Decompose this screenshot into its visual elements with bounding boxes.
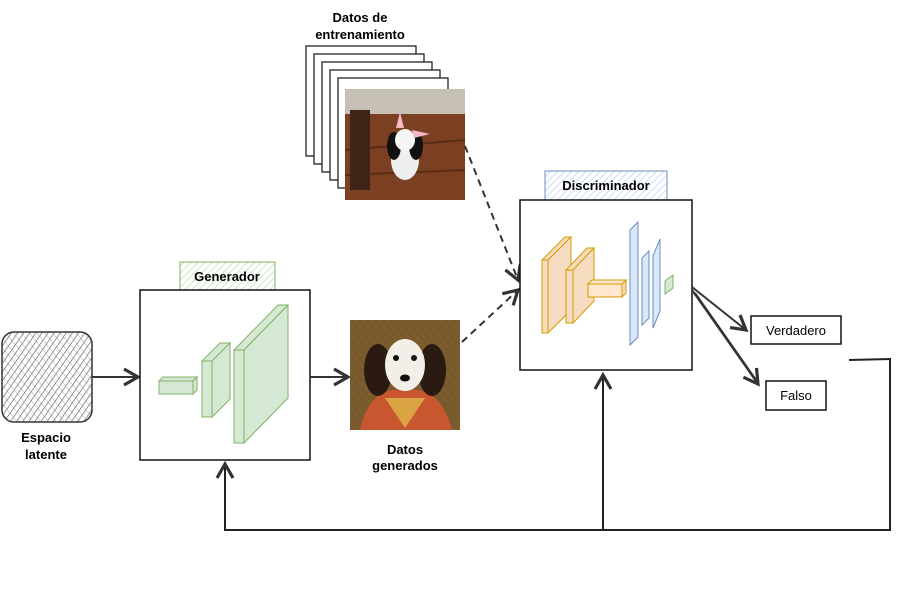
discriminator-label: Discriminador [562, 178, 649, 193]
training-dog-image [344, 89, 466, 200]
training-data-node: Datos de entrenamiento [305, 10, 466, 200]
classification-arrows [691, 286, 760, 387]
generator-node: Generador [139, 261, 311, 461]
generator-layers [157, 303, 290, 445]
generator-label: Generador [194, 269, 260, 284]
output-real-label: Verdadero [766, 323, 826, 338]
generated-label-2: generados [372, 458, 438, 473]
generated-label-1: Datos [387, 442, 423, 457]
latent-label-1: Espacio [21, 430, 71, 445]
output-real-box: Verdadero [750, 315, 842, 345]
training-to-discriminator-arrow [464, 145, 522, 283]
latent-label-2: latente [25, 447, 67, 462]
feedback-loop [215, 357, 891, 531]
latent-space-node: Espacio latente [1, 331, 93, 462]
training-label-1: Datos de [333, 10, 388, 25]
generated-to-discriminator-arrow [461, 287, 521, 343]
training-label-2: entrenamiento [315, 27, 405, 42]
output-fake-label: Falso [780, 388, 812, 403]
discriminator-conv-layers [540, 235, 628, 335]
discriminator-node: Discriminador [519, 170, 693, 371]
output-fake-box: Falso [765, 380, 827, 411]
discriminator-dense-layers [629, 220, 674, 347]
generated-dog-image: Datos generados [350, 320, 460, 473]
